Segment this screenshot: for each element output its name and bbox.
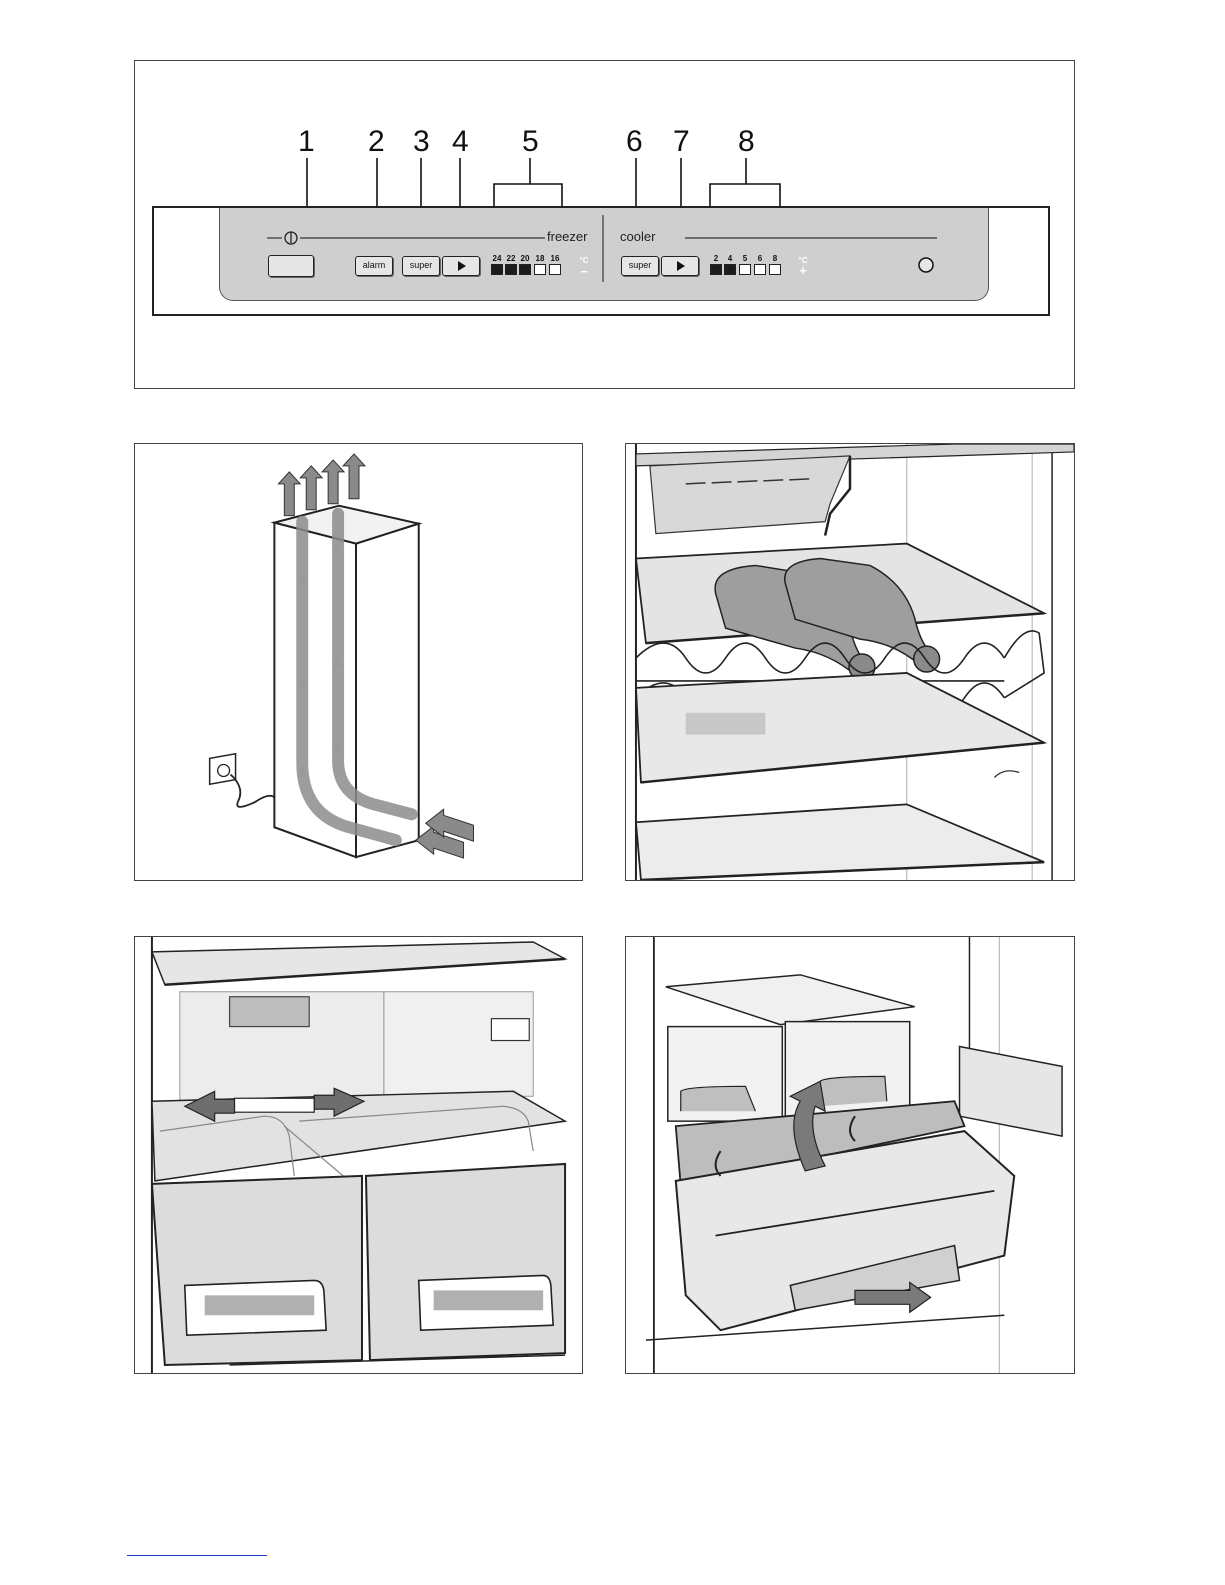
callout-4: 4 [452,127,469,157]
wine-rack-shelf-diagram [625,443,1075,881]
cooler-temp-label: 4 [723,254,737,263]
cooler-temp-indicator [724,264,736,275]
callout-5: 5 [522,127,539,157]
callout-7: 7 [673,127,690,157]
freezer-temp-select-button[interactable] [442,256,480,276]
power-button[interactable] [268,255,314,277]
callout-2: 2 [368,127,385,157]
cooler-temp-label: 6 [753,254,767,263]
callout-8: 8 [738,127,755,157]
footer-rule [127,1555,267,1556]
callout-3: 3 [413,127,430,157]
freezer-temp-indicator [549,264,561,275]
play-arrow-icon [662,257,698,275]
freezer-temp-indicator [534,264,546,275]
freezer-drawer-divider-diagram [134,936,583,1374]
cooler-temp-indicator [769,264,781,275]
cooler-label: cooler [620,229,655,244]
freezer-temp-indicator [519,264,531,275]
cooler-temp-label: 8 [768,254,782,263]
super-freezer-button[interactable]: super [402,256,440,276]
callout-6: 6 [626,127,643,157]
alarm-button[interactable]: alarm [355,256,393,276]
crisper-drawer-removal-diagram [625,936,1075,1374]
cooler-temp-indicator [754,264,766,275]
cooler-temp-indicator [710,264,722,275]
airflow-ventilation-diagram [134,443,583,881]
callout-1: 1 [298,127,315,157]
freezer-minus-sign: − [576,264,592,279]
indicator-lamp-icon [916,255,936,275]
freezer-temp-indicator [491,264,503,275]
freezer-temp-indicator [505,264,517,275]
cooler-temp-select-button[interactable] [661,256,699,276]
freezer-temp-label: 18 [533,254,547,263]
cooler-plus-sign: + [795,263,811,278]
freezer-label: freezer [547,229,587,244]
play-arrow-icon [443,257,479,275]
cooler-temp-label: 2 [709,254,723,263]
super-cooler-button[interactable]: super [621,256,659,276]
cooler-temp-label: 5 [738,254,752,263]
freezer-temp-label: 16 [548,254,562,263]
cooler-temp-indicator [739,264,751,275]
freezer-temp-label: 20 [518,254,532,263]
freezer-temp-label: 24 [490,254,504,263]
control-panel-face [219,208,989,301]
freezer-temp-label: 22 [504,254,518,263]
